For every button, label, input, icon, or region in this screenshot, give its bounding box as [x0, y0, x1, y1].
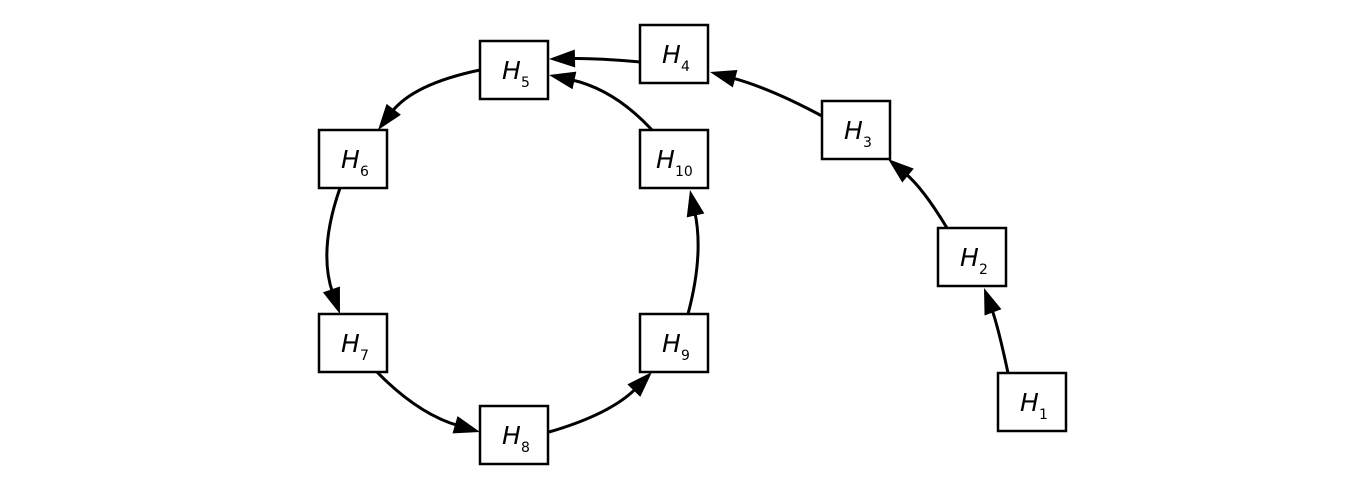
- edge-line: [686, 211, 700, 315]
- node-subscript: 2: [979, 262, 988, 278]
- edge-h1-to-h2: [984, 288, 1010, 374]
- edge-line: [325, 187, 342, 294]
- edge-h9-to-h10: [686, 190, 705, 315]
- edge-h6-to-h7: [322, 187, 342, 314]
- edges-layer: [322, 49, 1010, 434]
- edge-line: [390, 68, 481, 114]
- node-label: H: [1020, 388, 1039, 417]
- node-label: H: [656, 145, 675, 174]
- node-subscript: 3: [863, 135, 872, 151]
- node-label: H: [341, 145, 360, 174]
- edge-line: [570, 56, 641, 64]
- edge-line: [990, 308, 1010, 374]
- node-label: H: [662, 40, 681, 69]
- node-box: [317, 312, 389, 374]
- arrowhead-icon: [549, 49, 576, 68]
- edge-line: [548, 386, 638, 434]
- arrowhead-icon: [549, 71, 577, 90]
- edge-h5-to-h6: [378, 68, 481, 130]
- node-subscript: 5: [521, 75, 530, 91]
- node-box: [638, 128, 710, 190]
- node-label: H: [502, 421, 521, 450]
- edge-h7-to-h8: [375, 370, 480, 434]
- node-label: H: [960, 243, 979, 272]
- arrowhead-icon: [378, 103, 401, 130]
- node-box: [478, 404, 550, 466]
- arrowhead-icon: [686, 190, 705, 218]
- node-subscript: 8: [521, 440, 530, 456]
- arrowhead-icon: [322, 286, 340, 314]
- arrowhead-icon: [710, 70, 738, 88]
- node-subscript: 4: [681, 59, 690, 75]
- arrowhead-icon: [452, 416, 480, 434]
- arrowhead-icon: [888, 159, 914, 183]
- edge-h4-to-h5: [549, 49, 641, 68]
- node-box: [996, 371, 1068, 433]
- arrowhead-icon: [627, 372, 652, 397]
- node-box: [936, 226, 1008, 288]
- node-subscript: 10: [675, 164, 693, 180]
- node-box: [478, 39, 550, 101]
- node-box: [638, 23, 710, 85]
- edge-h3-to-h4: [710, 70, 823, 118]
- edge-line: [375, 370, 460, 428]
- node-box: [317, 128, 389, 190]
- edge-line: [903, 171, 949, 229]
- node-label: H: [844, 116, 863, 145]
- arrowhead-icon: [984, 288, 1002, 316]
- node-subscript: 7: [360, 348, 369, 364]
- node-subscript: 6: [360, 164, 369, 180]
- edge-line: [570, 78, 654, 132]
- edge-line: [730, 76, 823, 118]
- edge-h8-to-h9: [548, 372, 652, 434]
- node-label: H: [662, 329, 681, 358]
- edge-h10-to-h5: [549, 71, 654, 132]
- edge-h2-to-h3: [888, 159, 949, 229]
- node-subscript: 9: [681, 348, 690, 364]
- node-subscript: 1: [1039, 407, 1048, 423]
- node-label: H: [341, 329, 360, 358]
- node-label: H: [502, 56, 521, 85]
- node-box: [638, 312, 710, 374]
- node-box: [820, 99, 892, 161]
